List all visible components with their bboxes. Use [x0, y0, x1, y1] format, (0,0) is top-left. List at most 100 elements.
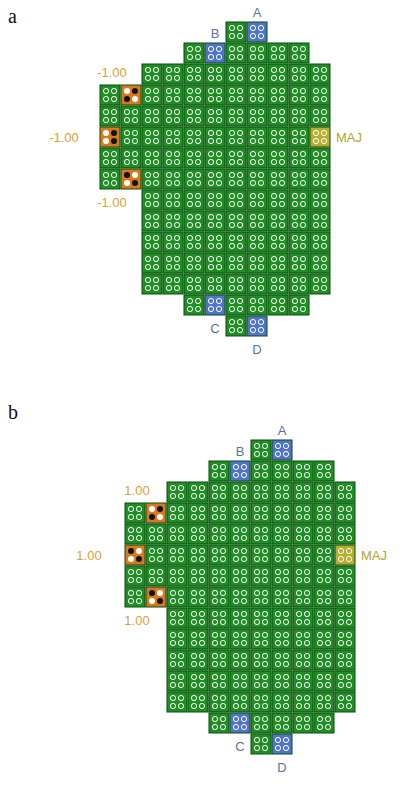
green-cell [314, 524, 334, 544]
cell-ring [258, 54, 263, 59]
cell-square [142, 253, 162, 273]
cell-ring [279, 264, 284, 269]
cell-square [205, 85, 225, 105]
cell-ring [321, 277, 326, 282]
cell-ring [300, 214, 305, 219]
cell-ring [254, 661, 259, 666]
cell-ring [212, 514, 217, 519]
cell-square [335, 503, 355, 523]
cell-ring [208, 235, 213, 240]
cell-ring [300, 222, 305, 227]
cell-ring [233, 493, 238, 498]
cell-ring [292, 151, 297, 156]
cell-square [314, 587, 334, 607]
cell-ring [271, 151, 276, 156]
green-cell [268, 43, 288, 63]
cell-dot [111, 130, 117, 136]
green-cell [272, 671, 292, 691]
green-cell [230, 650, 250, 670]
cell-ring [262, 703, 267, 708]
cell-ring [170, 485, 175, 490]
cell-ring [262, 745, 267, 750]
cell-ring [304, 632, 309, 637]
cell-square [247, 253, 267, 273]
cell-square [314, 713, 334, 733]
cell-ring [262, 548, 267, 553]
position-label: C [235, 740, 244, 753]
cell-ring [321, 256, 326, 261]
cell-square [167, 566, 187, 586]
cell-ring [145, 277, 150, 282]
cell-ring [178, 611, 183, 616]
cell-ring [216, 235, 221, 240]
green-cell [335, 650, 355, 670]
cell-ring [174, 235, 179, 240]
cell-square [205, 106, 225, 126]
cell-ring [317, 682, 322, 687]
cell-ring [346, 548, 351, 553]
green-cell [209, 629, 229, 649]
green-cell [310, 148, 330, 168]
cell-ring [241, 674, 246, 679]
major-label: MAJ [336, 131, 362, 144]
cell-ring [321, 235, 326, 240]
green-cell [247, 274, 267, 294]
cell-ring [283, 443, 288, 448]
cell-ring [279, 172, 284, 177]
green-cell [335, 692, 355, 712]
cell-ring [279, 235, 284, 240]
cell-ring [132, 109, 137, 114]
cell-square [310, 64, 330, 84]
cell-ring [195, 159, 200, 164]
cell-square [184, 85, 204, 105]
cell-ring [296, 514, 301, 519]
cell-square [251, 503, 271, 523]
cell-ring [124, 130, 129, 135]
cell-square [272, 650, 292, 670]
cell-square [289, 253, 309, 273]
green-cell [209, 503, 229, 523]
cell-ring [275, 682, 280, 687]
green-cell [205, 85, 225, 105]
cell-ring [241, 640, 246, 645]
cell-ring [191, 598, 196, 603]
cell-ring [157, 535, 162, 540]
green-cell [226, 274, 246, 294]
green-cell [205, 274, 225, 294]
cell-ring [195, 172, 200, 177]
cell-ring [304, 590, 309, 595]
cell-ring [325, 632, 330, 637]
cell-ring [313, 235, 318, 240]
cell-ring [124, 117, 129, 122]
cell-square [268, 295, 288, 315]
cell-square [184, 127, 204, 147]
cell-ring [258, 193, 263, 198]
cell-square [247, 316, 267, 336]
cell-ring [241, 472, 246, 477]
cell-ring [187, 151, 192, 156]
cell-ring [241, 703, 246, 708]
cell-square [121, 106, 141, 126]
cell-ring [254, 653, 259, 658]
green-cell [188, 566, 208, 586]
cell-ring [317, 598, 322, 603]
cell-ring [313, 130, 318, 135]
green-cell [335, 503, 355, 523]
cell-ring [254, 682, 259, 687]
position-label: A [253, 6, 262, 19]
blue-cell [205, 295, 225, 315]
cell-ring [292, 130, 297, 135]
cell-square [142, 85, 162, 105]
cell-ring [233, 653, 238, 658]
cell-ring [250, 130, 255, 135]
cell-ring [132, 130, 137, 135]
major-label: MAJ [361, 549, 387, 562]
cell-ring [292, 193, 297, 198]
green-cell [163, 253, 183, 273]
cell-ring [187, 75, 192, 80]
cell-square [247, 148, 267, 168]
green-cell [251, 650, 271, 670]
cell-ring [187, 264, 192, 269]
cell-ring [237, 264, 242, 269]
